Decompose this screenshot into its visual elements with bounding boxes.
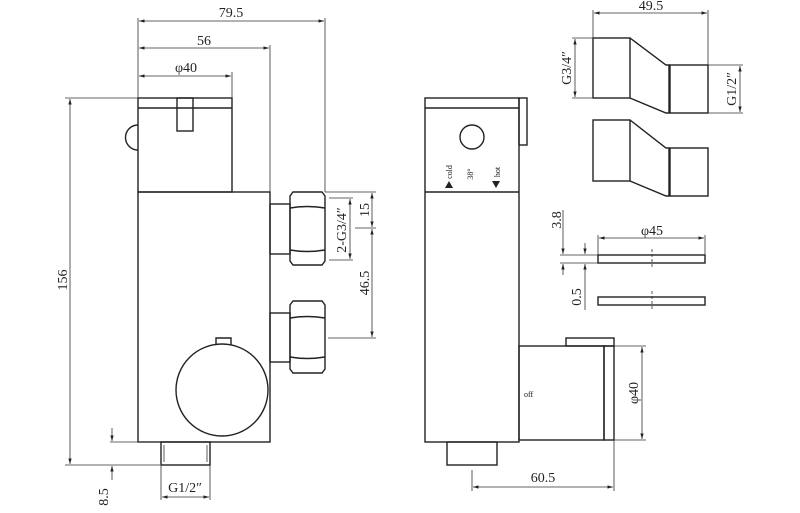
- dim-depth: 60.5: [531, 471, 556, 486]
- button-circle: [459, 124, 485, 150]
- dim-outlet-thread: G1/2″: [168, 481, 202, 496]
- valve-body: [137, 191, 271, 443]
- dim-fitting-thread-in: G3/4″: [560, 51, 575, 85]
- side-view: cold 38° hot off φ40 60.5: [424, 97, 646, 491]
- label-hot: hot: [493, 166, 502, 177]
- dim-inlet-top: 15: [358, 203, 373, 217]
- knob-indicator: [176, 97, 194, 132]
- dim-flange-thickness: 3.8: [550, 211, 565, 229]
- cold-arrow-icon: [445, 181, 453, 188]
- cover-flanges: φ45 3.8 0.5: [550, 210, 706, 311]
- dim-inlet-thread: 2-G3/4″: [335, 207, 350, 253]
- dim-outlet-height: 8.5: [97, 488, 112, 506]
- flange-1: [597, 254, 706, 264]
- temperature-knob: [175, 343, 269, 437]
- dim-flange-diameter: φ45: [641, 224, 663, 239]
- flange-2: [597, 296, 706, 306]
- label-temp: 38°: [466, 168, 475, 179]
- outlet-side: [446, 441, 498, 466]
- hot-arrow-icon: [492, 181, 500, 188]
- inlet-nut-bottom: [289, 300, 326, 374]
- dim-fitting-length: 49.5: [639, 0, 664, 14]
- dim-flange-gap: 0.5: [570, 288, 585, 306]
- outlet: [160, 441, 211, 466]
- top-knob: [137, 97, 233, 193]
- dim-height: 156: [56, 270, 71, 291]
- fitting-2: [592, 119, 631, 182]
- label-off: off: [524, 390, 534, 399]
- label-cold: cold: [445, 165, 454, 179]
- dim-knob-diameter: φ40: [175, 61, 197, 76]
- side-button: [124, 124, 139, 151]
- dim-fitting-thread-out: G1/2″: [725, 72, 740, 106]
- eccentric-fittings: 49.5 G3/4″ G1/2″: [560, 0, 743, 197]
- inlet-nut-top: [289, 191, 326, 266]
- dim-body-width: 56: [197, 34, 211, 49]
- fitting-1: [592, 37, 631, 99]
- dim-knob-side: φ40: [627, 382, 642, 404]
- dim-overall-width: 79.5: [219, 6, 244, 21]
- front-view: 79.5 56 φ40 156 8.5 G1/2″ 15 46.5 2-G3/4…: [56, 6, 376, 506]
- dim-inlet-spacing: 46.5: [358, 271, 373, 296]
